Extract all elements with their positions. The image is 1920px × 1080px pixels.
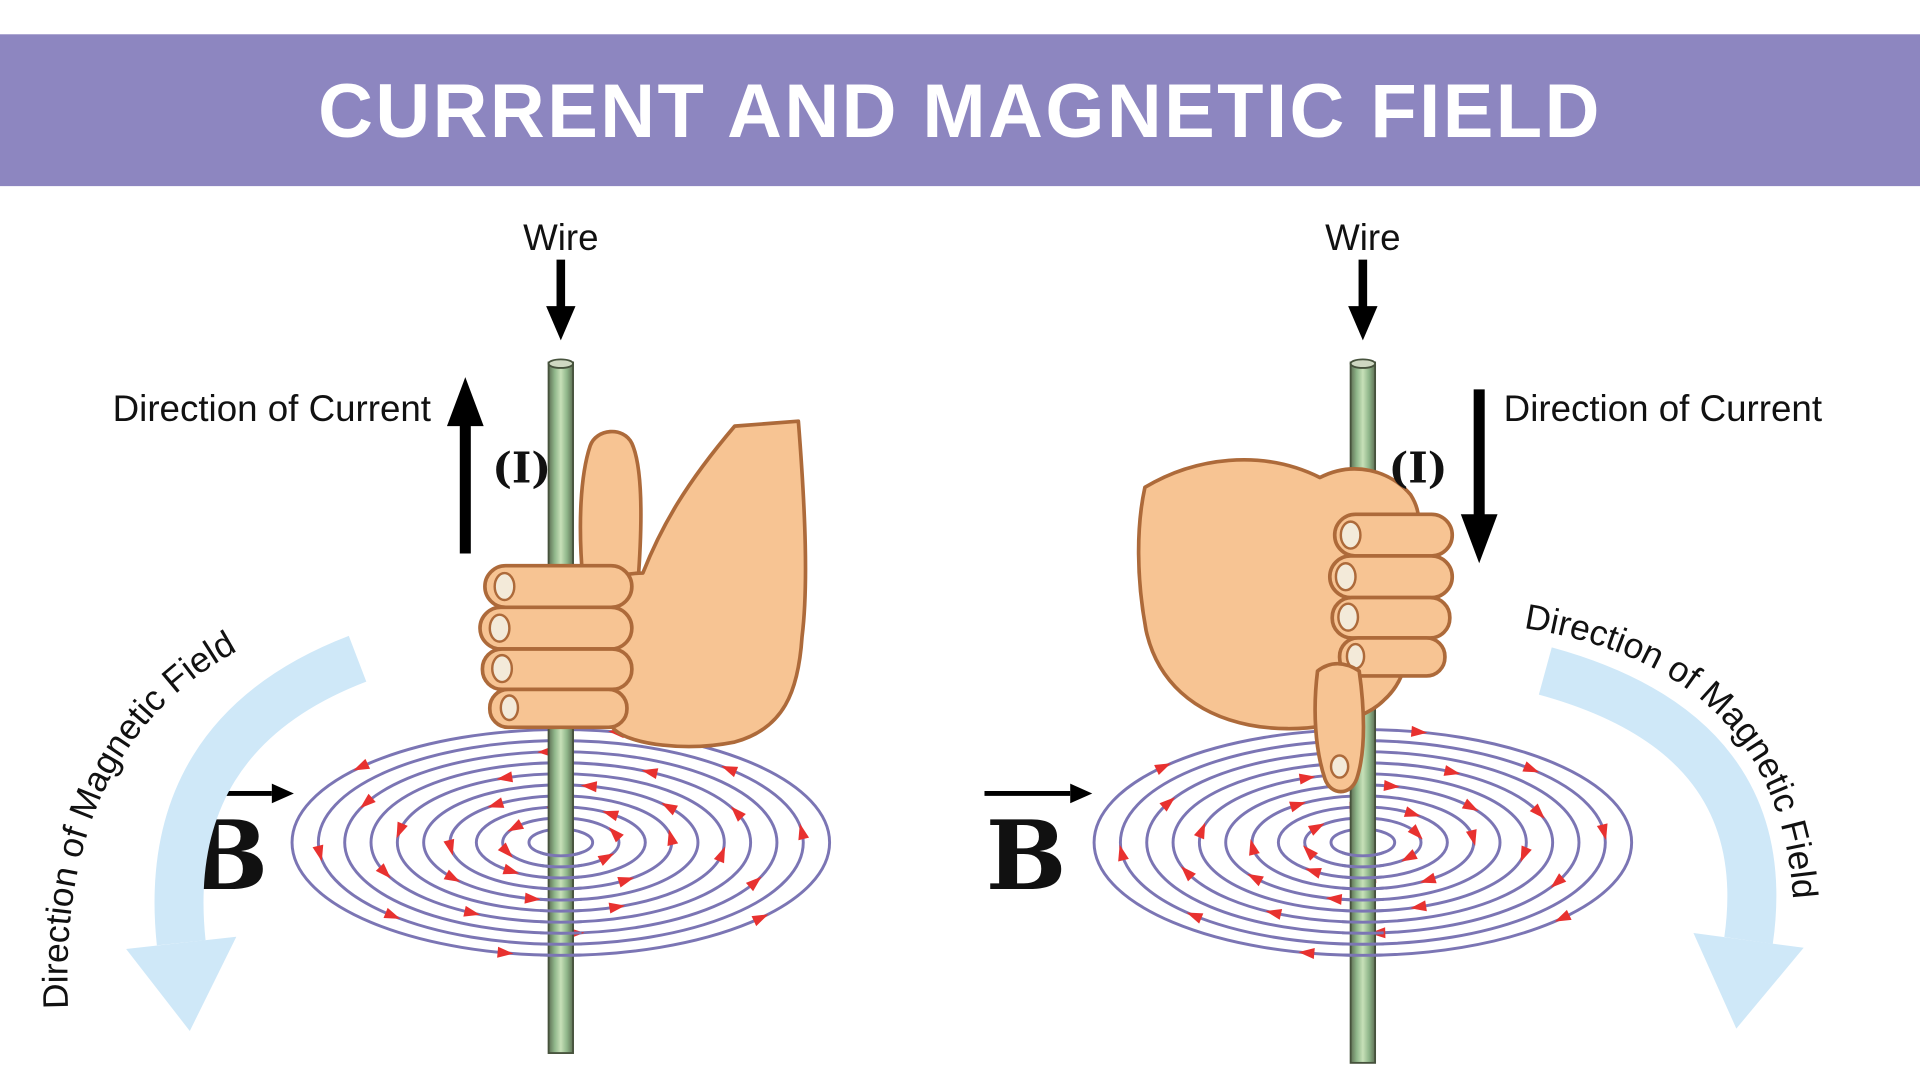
wire-pointer-arrowhead-left: [546, 306, 576, 341]
current-arrowhead-down: [1460, 514, 1498, 564]
magnetic-field-front-arcs-right: [1342, 850, 1384, 957]
fingernail: [493, 571, 516, 602]
field-direction-arc-right: [1538, 647, 1777, 944]
fingernail: [1339, 520, 1362, 550]
field-direction-arrowhead-left: [126, 936, 237, 1032]
fingernail: [488, 613, 511, 643]
current-arrowhead-up: [446, 377, 484, 427]
current-label-right: Direction of Current: [1504, 388, 1822, 429]
right-hand-grip-thumb-up: [478, 419, 808, 749]
title-banner: [0, 34, 1920, 187]
thumb-down: [1313, 661, 1366, 794]
b-vector-arrowhead-left: [271, 783, 294, 804]
right-hand-grip-thumb-down: [1136, 457, 1455, 794]
fingernail: [1337, 602, 1360, 632]
field-direction-arc-left: [154, 635, 367, 946]
finger-pinky: [487, 687, 629, 730]
wire-left-top-cap: [547, 358, 574, 369]
fingernail: [1334, 562, 1357, 592]
current-label-left: Direction of Current: [113, 388, 431, 429]
wire-right-top-cap: [1349, 358, 1377, 369]
field-direction-arrowhead-right: [1693, 933, 1804, 1029]
thumbnail: [1329, 754, 1350, 779]
current-symbol-right: (I): [1389, 443, 1448, 492]
wire-label-left: Wire: [523, 217, 598, 258]
wire-label-right: Wire: [1325, 217, 1400, 258]
page-title: CURRENT AND MAGNETIC FIELD: [318, 69, 1602, 154]
fingernail: [491, 653, 514, 684]
b-symbol-right: B: [986, 799, 1067, 912]
wire-pointer-arrowhead-right: [1348, 306, 1378, 341]
finger-pinky: [1337, 636, 1447, 678]
b-vector-arrowhead-right: [1070, 783, 1093, 804]
magnetic-field-front-arcs-left: [540, 850, 582, 957]
fingernail: [499, 694, 520, 722]
current-symbol-left: (I): [492, 443, 551, 492]
